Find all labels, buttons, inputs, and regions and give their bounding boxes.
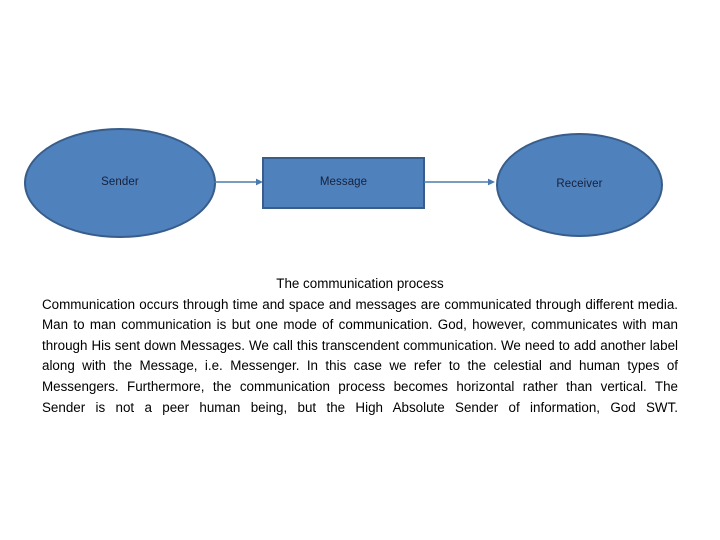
text-body-paragraph: Communication occurs through time and sp… (42, 296, 678, 415)
diagram-node-receiver[interactable]: Receiver (496, 133, 663, 237)
arrow-message-to-receiver-icon (424, 178, 495, 186)
diagram-node-receiver-label: Receiver (556, 178, 603, 191)
diagram-node-sender-label: Sender (101, 176, 139, 189)
text-heading: The communication process (276, 276, 444, 291)
diagram-node-message-label: Message (319, 176, 368, 189)
diagram-node-sender[interactable]: Sender (24, 128, 216, 238)
diagram-node-message[interactable]: Message (262, 157, 425, 209)
body-text-block: The communication process Communication … (42, 274, 678, 439)
arrow-sender-to-message-icon (214, 178, 263, 186)
